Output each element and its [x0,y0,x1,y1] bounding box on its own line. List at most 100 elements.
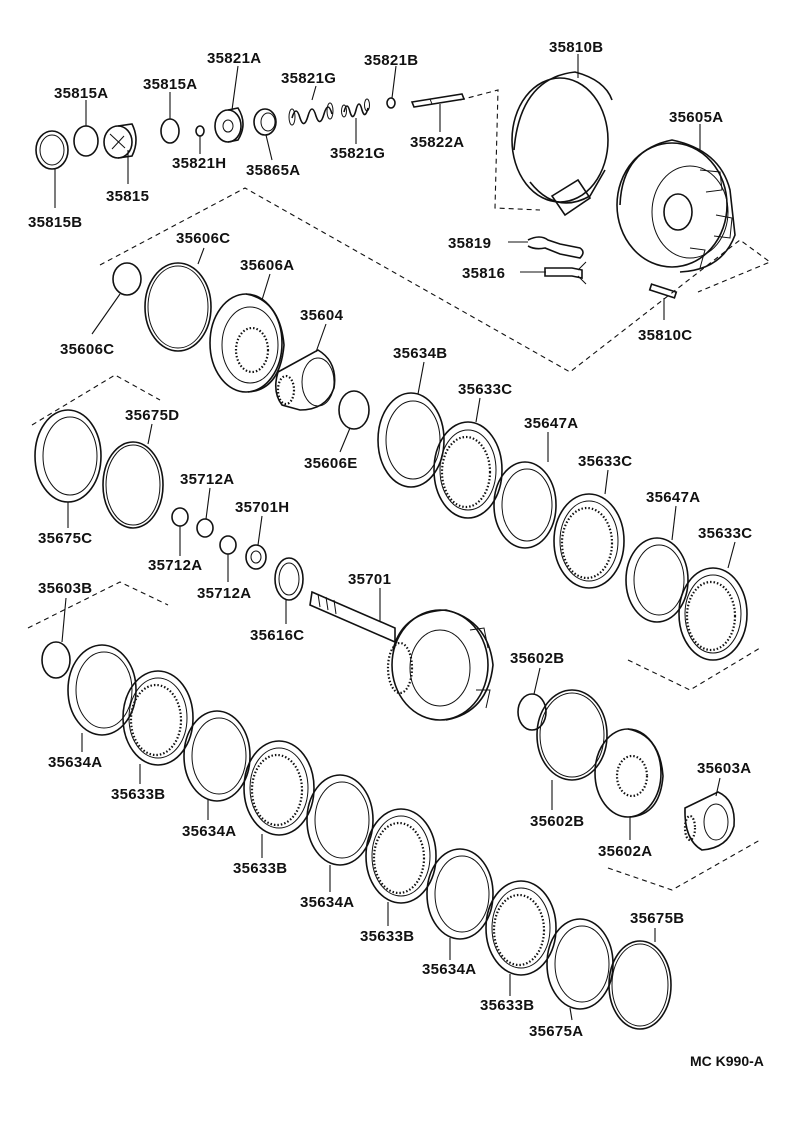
clutch-piston-35606a [209,293,285,393]
disc-35633b-3 [365,808,437,904]
label-35647a-2: 35647A [646,489,700,506]
label-35602b-bottom: 35602B [530,813,584,830]
hub-35603a [683,791,735,851]
snap-ring-35606e [338,390,370,430]
piston-35815 [103,123,137,159]
plate-35634a-2 [183,710,251,802]
dashed-box-clutch-pack-right [627,647,761,691]
label-35821h: 35821H [172,155,226,172]
label-35633b-4: 35633B [480,997,534,1014]
input-shaft-35701 [309,590,494,721]
label-35815a-2: 35815A [143,76,197,93]
label-35815a-1: 35815A [54,85,108,102]
rod-35822a [410,93,466,108]
snap-ring-35603b [41,641,71,679]
parts-row-1 [35,93,466,170]
disc-35633c-3 [678,567,748,661]
piston-35821a [214,107,244,143]
spring-35821g-large [288,102,334,126]
label-35821g-1: 35821G [281,70,336,87]
label-35616c: 35616C [250,627,304,644]
label-35822a: 35822A [410,134,464,151]
plate-35634a-3 [306,774,374,866]
snap-ring-35675b [608,940,672,1030]
disc-35633b-4 [485,880,557,976]
plate-35675a [546,918,614,1010]
label-35633b-2: 35633B [233,860,287,877]
o-ring-35815a-small [160,118,180,144]
disc-35633c-2 [553,493,625,589]
o-ring-35602b-small [517,693,547,731]
snap-ring-35815b [35,130,69,170]
label-35606c-top: 35606C [176,230,230,247]
clutch-drum-35605a [616,139,736,273]
leader-lines [54,54,736,1021]
plate-35675c [34,409,102,503]
label-35634a-4: 35634A [422,961,476,978]
pin-35810c [648,283,678,299]
label-35634a-1: 35634A [48,754,102,771]
bearing-race-35712a-3 [219,535,237,555]
label-35675c: 35675C [38,530,92,547]
label-35634b: 35634B [393,345,447,362]
pin-35816 [544,261,587,285]
label-35712a-2: 35712A [148,557,202,574]
label-35634a-3: 35634A [300,894,354,911]
clutch-pack-lower [41,641,672,1030]
label-35815b: 35815B [28,214,82,231]
diagram-code: MC K990-A [690,1053,764,1069]
label-35712a-1: 35712A [180,471,234,488]
label-35821b: 35821B [364,52,418,69]
label-35604: 35604 [300,307,344,324]
label-35815: 35815 [106,188,149,205]
dashed-box-clutch-pack-lower [27,581,169,629]
label-35647a-1: 35647A [524,415,578,432]
label-35675d: 35675D [125,407,179,424]
bearing-race-35712a-1 [171,507,189,527]
washer-35701h [245,544,267,570]
dashed-box-front-clutch [607,839,761,891]
disc-35633b-2 [243,740,315,836]
plate-35647a-2 [625,537,689,623]
snap-ring-35675d [102,441,164,529]
label-35602a: 35602A [598,843,652,860]
label-35701: 35701 [348,571,391,588]
group-outlines [27,89,772,891]
clutch-hub-35604 [274,349,336,411]
label-35810c: 35810C [638,327,692,344]
label-35865a: 35865A [246,162,300,179]
label-35821g-2: 35821G [330,145,385,162]
label-35819: 35819 [448,235,491,252]
ring-35865a [253,108,277,136]
label-35675a: 35675A [529,1023,583,1040]
washer-35821b [386,97,396,109]
label-35821a: 35821A [207,50,261,67]
label-35701h: 35701H [235,499,289,516]
label-35633c-1: 35633C [458,381,512,398]
dashed-box-brake-band [459,89,541,211]
plate-35634b [377,392,445,488]
dashed-box-clutch-drum [99,187,772,373]
parts-row-2 [112,262,370,430]
brake-band-35810b [511,71,613,217]
o-ring-35815a [73,125,99,157]
o-ring-35602b-large [536,689,608,781]
strut-35819 [527,236,584,259]
bearing-35712a-2 [196,518,214,538]
label-35634a-2: 35634A [182,823,236,840]
plate-35634a-4 [426,848,494,940]
o-ring-35606c-small [112,262,142,296]
label-35633b-3: 35633B [360,928,414,945]
label-35605a: 35605A [669,109,723,126]
disc-35633b-1 [122,670,194,766]
label-35675b: 35675B [630,910,684,927]
label-35606a: 35606A [240,257,294,274]
label-35633c-3: 35633C [698,525,752,542]
plate-35634a-1 [67,644,137,736]
o-ring-35606c-large [144,262,212,352]
label-35602b-top: 35602B [510,650,564,667]
label-35603b: 35603B [38,580,92,597]
clutch-pack-upper-right [377,392,748,661]
label-35633c-2: 35633C [578,453,632,470]
label-35606e: 35606E [304,455,358,472]
